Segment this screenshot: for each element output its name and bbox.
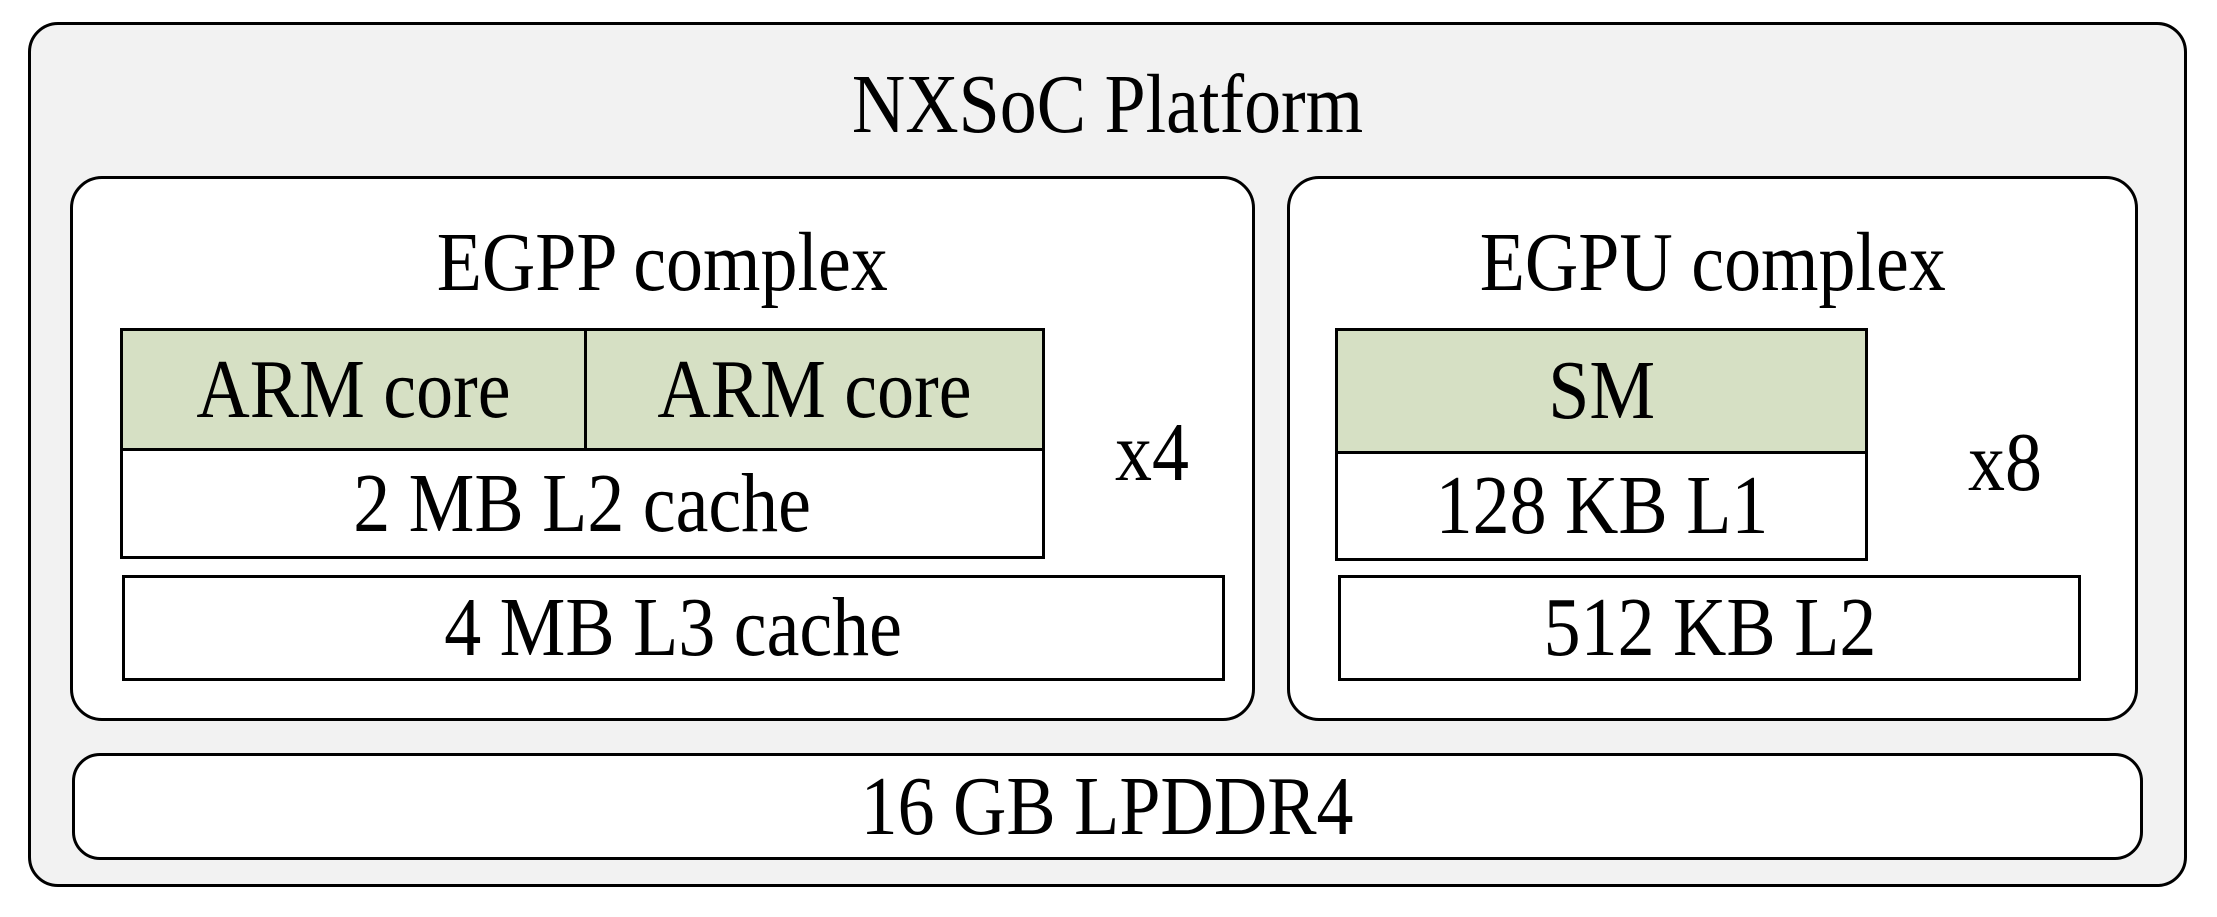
egpu-l1-cache-label: 128 KB L1: [1435, 459, 1768, 552]
arm-core-pair: ARM core ARM core: [120, 328, 1045, 451]
arm-core-label-2: ARM core: [657, 342, 972, 436]
egpp-complex-title-label: EGPP complex: [436, 215, 889, 309]
egpu-multiplier: x8: [1868, 363, 2141, 563]
sm-box: SM: [1335, 328, 1868, 454]
egpp-l3-cache-label: 4 MB L3 cache: [444, 581, 903, 674]
egpp-multiplier-label: x4: [1114, 406, 1189, 499]
egpp-multiplier: x4: [1045, 353, 1258, 553]
memory-box: 16 GB LPDDR4: [72, 753, 2143, 860]
arm-core-box-1: ARM core: [123, 331, 584, 448]
egpu-complex-panel: EGPU complex SM 128 KB L1 x8 512 KB L2: [1287, 176, 2138, 721]
platform-title-label: NXSoC Platform: [851, 58, 1364, 151]
egpu-l1-cache-box: 128 KB L1: [1335, 451, 1868, 561]
egpu-complex-title-label: EGPU complex: [1479, 215, 1946, 309]
egpp-l2-cache-label: 2 MB L2 cache: [353, 456, 812, 550]
egpp-l2-cache-box: 2 MB L2 cache: [120, 448, 1045, 559]
memory-label: 16 GB LPDDR4: [861, 759, 1354, 853]
egpu-l2-cache-box: 512 KB L2: [1338, 575, 2081, 681]
sm-label: SM: [1548, 344, 1655, 437]
egpu-multiplier-label: x8: [1967, 416, 2042, 509]
platform-title: NXSoC Platform: [28, 22, 2187, 176]
egpp-complex-title: EGPP complex: [73, 179, 1252, 328]
egpp-l3-cache-box: 4 MB L3 cache: [122, 575, 1225, 681]
egpp-complex-panel: EGPP complex ARM core ARM core 2 MB L2 c…: [70, 176, 1255, 721]
egpu-complex-title: EGPU complex: [1290, 179, 2135, 328]
egpu-l2-cache-label: 512 KB L2: [1543, 581, 1876, 674]
arm-core-box-2: ARM core: [584, 331, 1042, 448]
arm-core-label-1: ARM core: [196, 342, 511, 436]
